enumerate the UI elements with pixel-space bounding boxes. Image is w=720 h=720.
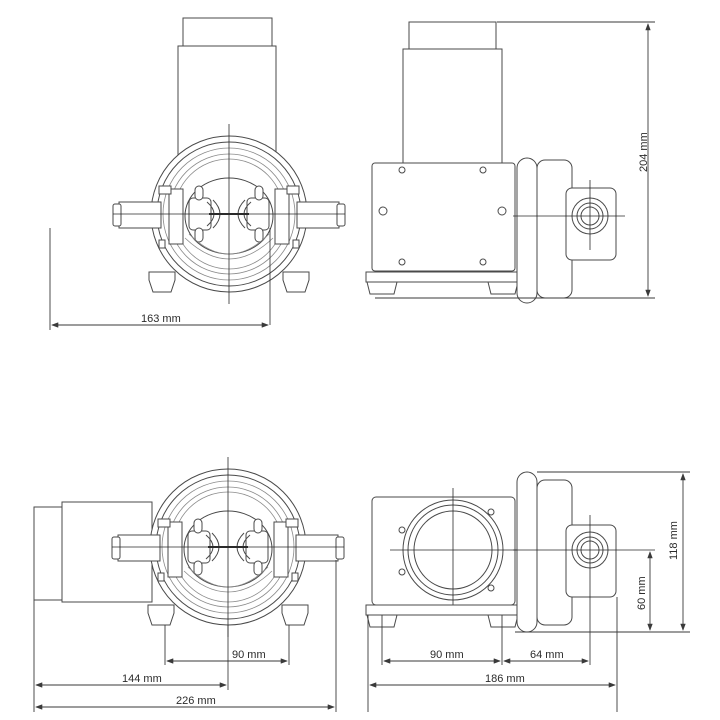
pump-flange [516,157,538,304]
dim-label-226: 226 mm [176,695,216,707]
dim-label-204: 204 mm [638,132,650,172]
dim-label-90-side: 90 mm [430,649,464,661]
view-side-bottom [365,471,690,712]
dim-label-60: 60 mm [636,576,648,610]
dim-label-163: 163 mm [141,313,181,325]
dim-label-90-front: 90 mm [232,649,266,661]
motor-cap [182,17,273,47]
dim-label-118: 118 mm [668,521,680,560]
dim-label-64: 64 mm [530,649,564,661]
view-front-top [49,17,346,330]
motor-mount-plate [371,162,516,272]
dim-label-144: 144 mm [122,673,162,685]
view-front-bottom [33,456,345,712]
dim-label-186: 186 mm [485,673,525,685]
view-side-top [365,21,655,304]
